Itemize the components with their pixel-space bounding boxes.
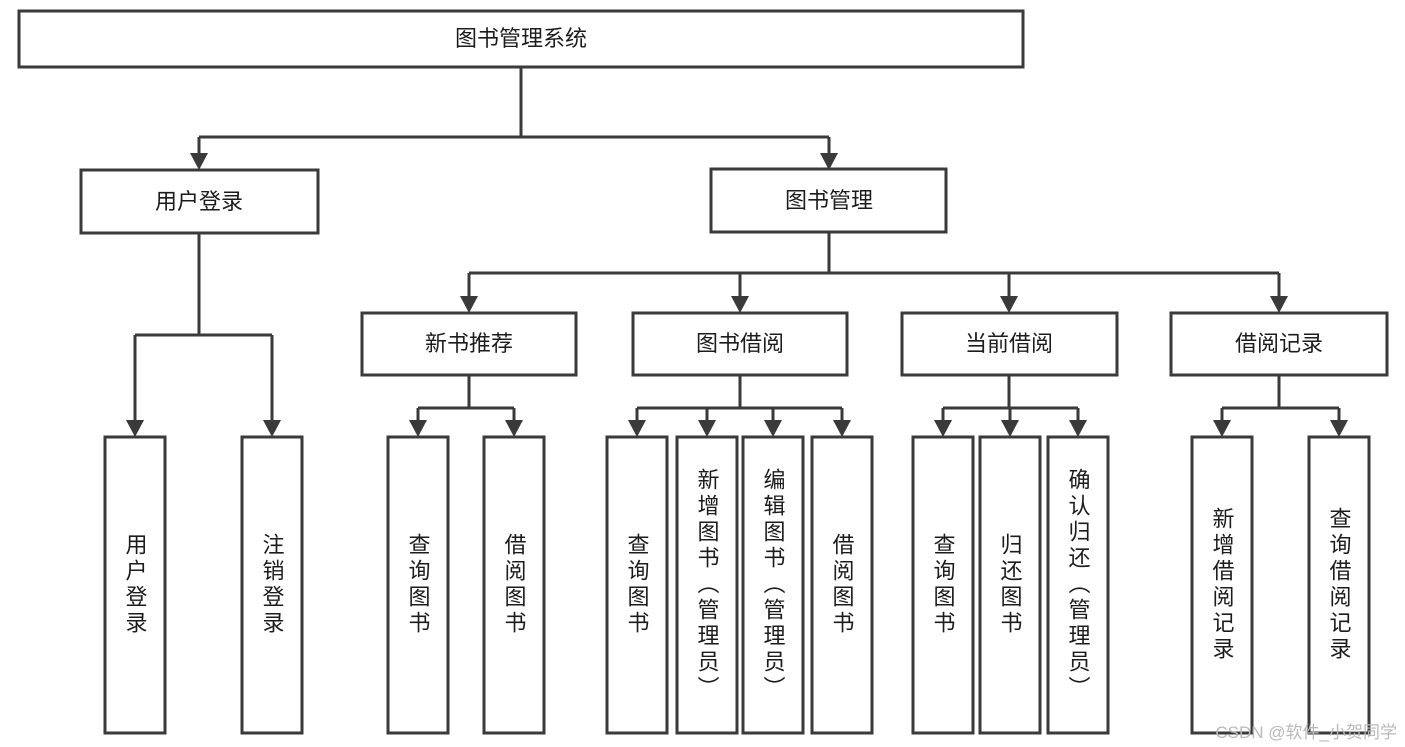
- arrow-icon-leaf-confirm-return: [1069, 420, 1087, 437]
- leaf-add-book[interactable]: 新增图书（管理员）: [675, 435, 739, 735]
- node-user-login-label: 用户登录: [155, 189, 243, 214]
- leaf-edit-book[interactable]: 编辑图书（管理员）: [741, 435, 805, 735]
- leaf-query-book-1-label: 查询图书: [406, 533, 431, 637]
- leaf-logout-login-label: 注销登录: [260, 533, 285, 637]
- leaf-add-record-box[interactable]: [1190, 435, 1254, 735]
- node-book-manage[interactable]: 图书管理: [709, 167, 948, 234]
- node-new-book-recommend-box[interactable]: [360, 311, 578, 377]
- leaf-query-book-2-box[interactable]: [605, 435, 669, 735]
- leaf-query-book-3[interactable]: 查询图书: [911, 435, 975, 735]
- leaf-logout-login-box[interactable]: [240, 435, 304, 735]
- arrow-icon-leaf-add-record: [1213, 420, 1231, 437]
- leaf-query-record[interactable]: 查询借阅记录: [1307, 435, 1371, 735]
- arrow-icon-leaf-query-book-1: [409, 420, 427, 437]
- leaf-query-record-box[interactable]: [1307, 435, 1371, 735]
- node-book-borrow-box[interactable]: [631, 311, 849, 377]
- leaf-borrow-book-2-label: 借阅图书: [830, 533, 855, 637]
- arrow-icon-leaf-query-book-3: [934, 420, 952, 437]
- leaf-add-record[interactable]: 新增借阅记录: [1190, 435, 1254, 735]
- arrow-icon-leaf-edit-book: [764, 420, 782, 437]
- arrow-icon-to-book-borrow: [731, 296, 749, 313]
- arrow-icon-to-user-login: [190, 153, 208, 170]
- node-book-manage-label: 图书管理: [785, 188, 873, 213]
- leaf-edit-book-box[interactable]: [741, 435, 805, 735]
- node-new-book-recommend-label: 新书推荐: [425, 331, 513, 356]
- arrow-icon-to-new-book: [460, 296, 478, 313]
- leaf-query-book-1-box[interactable]: [386, 435, 450, 735]
- leaf-borrow-book-1-label: 借阅图书: [502, 533, 527, 637]
- leaf-confirm-return[interactable]: 确认归还（管理员）: [1046, 435, 1110, 735]
- leaf-confirm-return-box[interactable]: [1046, 435, 1110, 735]
- node-root[interactable]: 图书管理系统: [17, 9, 1025, 69]
- leaf-borrow-book-1-box[interactable]: [482, 435, 546, 735]
- leaf-logout-login[interactable]: 注销登录: [240, 435, 304, 735]
- arrow-icon-to-current-borrow: [1000, 296, 1018, 313]
- node-borrow-record[interactable]: 借阅记录: [1169, 311, 1389, 377]
- leaf-borrow-book-2[interactable]: 借阅图书: [810, 435, 874, 735]
- node-root-box[interactable]: [17, 9, 1025, 69]
- node-book-borrow-label: 图书借阅: [696, 331, 784, 356]
- node-borrow-record-box[interactable]: [1169, 311, 1389, 377]
- node-borrow-record-label: 借阅记录: [1235, 331, 1323, 356]
- arrow-icon-leaf-user-login: [126, 420, 144, 437]
- node-book-borrow[interactable]: 图书借阅: [631, 311, 849, 377]
- node-root-label: 图书管理系统: [455, 26, 587, 51]
- arrow-icon-leaf-borrow-book-2: [833, 420, 851, 437]
- leaf-user-login-box[interactable]: [103, 435, 167, 735]
- leaf-borrow-book-1[interactable]: 借阅图书: [482, 435, 546, 735]
- arrow-icon-leaf-return-book: [1001, 420, 1019, 437]
- node-user-login-box[interactable]: [79, 168, 320, 235]
- leaf-query-record-label: 查询借阅记录: [1327, 507, 1352, 663]
- leaf-query-book-1[interactable]: 查询图书: [386, 435, 450, 735]
- leaf-query-book-2[interactable]: 查询图书: [605, 435, 669, 735]
- node-user-login[interactable]: 用户登录: [79, 168, 320, 235]
- leaf-edit-book-label: 编辑图书（管理员）: [761, 468, 786, 702]
- node-current-borrow-box[interactable]: [900, 311, 1119, 377]
- leaf-return-book-label: 归还图书: [998, 533, 1023, 637]
- arrow-icon-leaf-query-book-2: [628, 420, 646, 437]
- leaf-query-book-3-label: 查询图书: [931, 533, 956, 637]
- leaf-borrow-book-2-box[interactable]: [810, 435, 874, 735]
- leaf-add-book-label: 新增图书（管理员）: [695, 468, 720, 702]
- connector-layer: [126, 67, 1348, 437]
- leaf-add-record-label: 新增借阅记录: [1210, 507, 1235, 663]
- leaf-confirm-return-label: 确认归还（管理员）: [1066, 468, 1091, 702]
- leaf-add-book-box[interactable]: [675, 435, 739, 735]
- leaf-query-book-2-label: 查询图书: [625, 533, 650, 637]
- node-current-borrow-label: 当前借阅: [965, 331, 1053, 356]
- arrow-icon-to-borrow-record: [1270, 296, 1288, 313]
- arrow-icon-leaf-logout-login: [263, 420, 281, 437]
- leaf-user-login-label: 用户登录: [123, 533, 148, 637]
- node-book-manage-box[interactable]: [709, 167, 948, 234]
- leaf-query-book-3-box[interactable]: [911, 435, 975, 735]
- arrow-icon-to-book-manage: [820, 153, 838, 170]
- leaf-return-book-box[interactable]: [978, 435, 1042, 735]
- leaf-user-login[interactable]: 用户登录: [103, 435, 167, 735]
- leaf-return-book[interactable]: 归还图书: [978, 435, 1042, 735]
- arrow-icon-leaf-borrow-book-1: [505, 420, 523, 437]
- node-current-borrow[interactable]: 当前借阅: [900, 311, 1119, 377]
- node-new-book-recommend[interactable]: 新书推荐: [360, 311, 578, 377]
- arrow-icon-leaf-add-book: [698, 420, 716, 437]
- arrow-icon-leaf-query-record: [1330, 420, 1348, 437]
